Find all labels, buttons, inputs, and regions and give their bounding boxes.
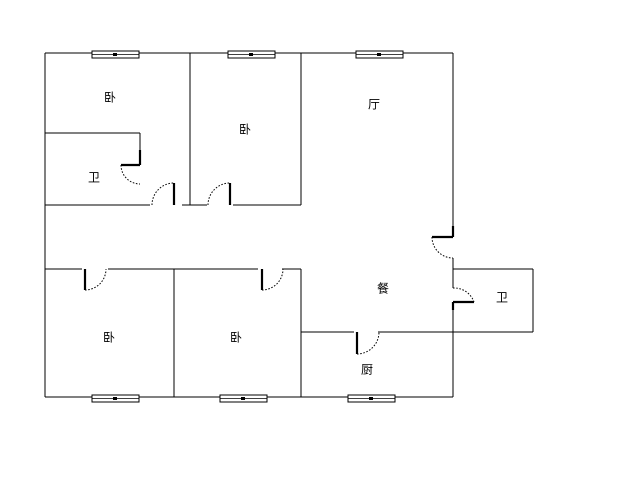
window: [91, 50, 140, 59]
window: [355, 50, 404, 59]
doors: [83, 150, 475, 355]
door: [431, 226, 455, 259]
window: [219, 394, 268, 403]
door: [207, 182, 232, 206]
room-label-bedroom-top-left: 卧: [104, 91, 116, 105]
room-label-bathroom-right: 卫: [496, 291, 508, 305]
window: [227, 50, 276, 59]
door: [260, 268, 284, 291]
window: [347, 394, 396, 403]
windows: [91, 50, 404, 403]
room-label-living-room: 厅: [368, 98, 380, 112]
door: [83, 268, 107, 291]
room-label-bedroom-bottom-middle: 卧: [230, 331, 242, 345]
walls: [44, 52, 534, 398]
door: [355, 331, 380, 355]
door: [120, 150, 142, 185]
room-labels: 卧 卧 厅 卫 餐 卫 卧 卧 厨: [88, 91, 508, 377]
door: [451, 287, 475, 310]
room-label-dining: 餐: [377, 281, 389, 296]
window: [91, 394, 140, 403]
room-label-bathroom-left: 卫: [88, 171, 100, 185]
door: [151, 182, 176, 206]
room-label-bedroom-top-middle: 卧: [239, 123, 251, 137]
room-label-kitchen: 厨: [361, 363, 373, 377]
room-label-bedroom-bottom-left: 卧: [103, 331, 115, 345]
